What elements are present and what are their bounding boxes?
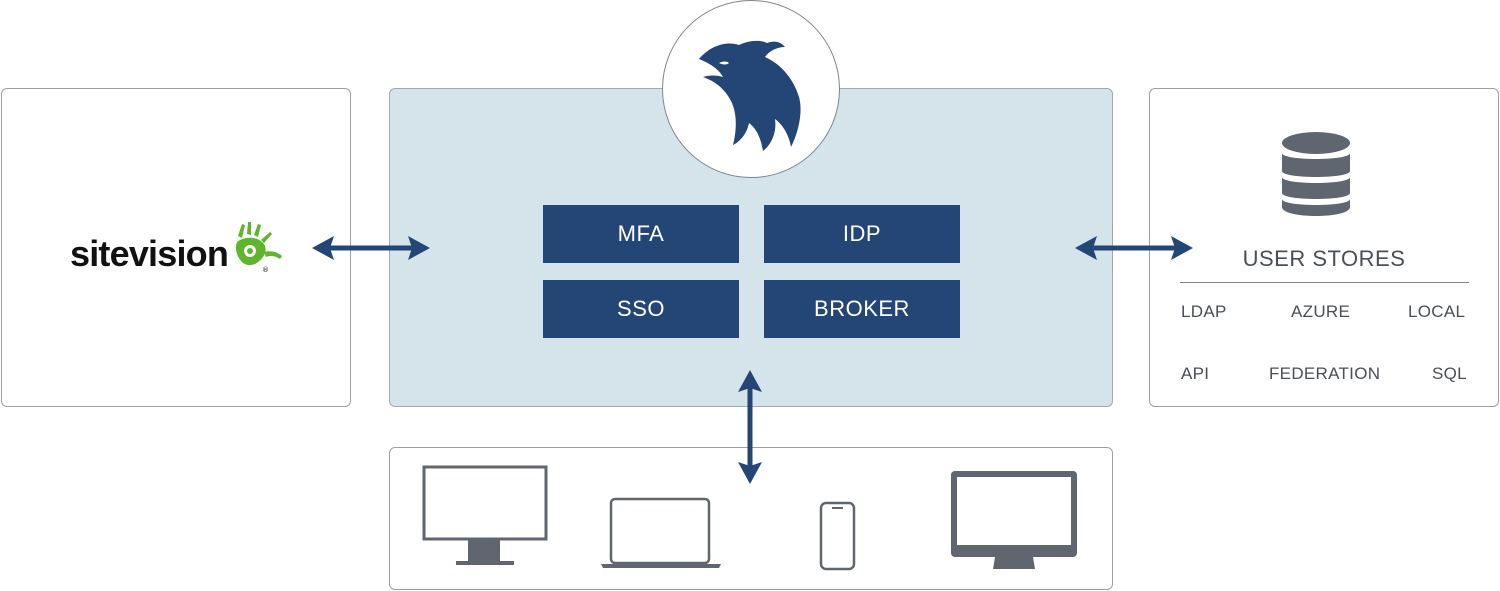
divider xyxy=(1180,282,1469,283)
sitevision-logo: sitevision ® xyxy=(70,222,290,282)
green-hand-icon: ® xyxy=(235,222,282,274)
svg-text:®: ® xyxy=(262,266,269,274)
store-azure: AZURE xyxy=(1291,302,1351,321)
store-local: LOCAL xyxy=(1408,302,1466,321)
bidirectional-arrow-left xyxy=(312,236,430,260)
store-sql: SQL xyxy=(1432,364,1467,383)
bidirectional-arrow-right xyxy=(1075,236,1193,260)
platform-logo xyxy=(662,0,840,178)
eagle-logo-icon xyxy=(699,40,801,152)
smartphone-icon xyxy=(819,501,856,571)
feature-idp: IDP xyxy=(764,205,960,263)
desktop-monitor-icon xyxy=(422,465,548,565)
store-ldap: LDAP xyxy=(1181,302,1227,321)
client-application-panel xyxy=(1,88,351,407)
imac-icon xyxy=(951,471,1077,569)
laptop-icon xyxy=(601,497,721,568)
store-federation: FEDERATION xyxy=(1269,364,1381,383)
sitevision-wordmark: sitevision xyxy=(70,233,229,274)
feature-mfa: MFA xyxy=(543,205,739,263)
store-api: API xyxy=(1181,364,1210,383)
bidirectional-arrow-vertical xyxy=(738,370,762,484)
feature-sso: SSO xyxy=(543,280,739,338)
feature-broker: BROKER xyxy=(764,280,960,338)
database-icon xyxy=(1282,132,1350,216)
user-stores-title: USER STORES xyxy=(1242,246,1406,271)
